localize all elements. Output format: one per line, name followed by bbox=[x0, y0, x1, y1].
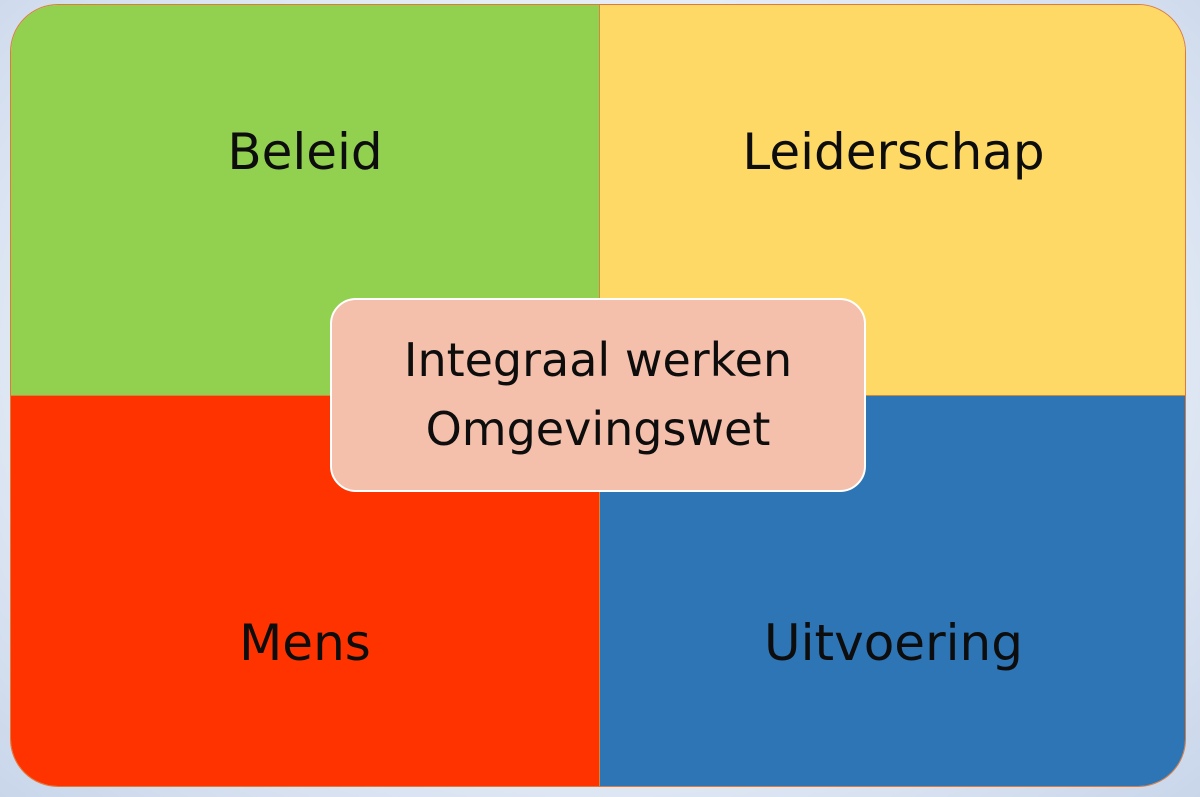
quadrant-label-uitvoering: Uitvoering bbox=[764, 614, 1023, 672]
center-box: Integraal werken Omgevingswet bbox=[330, 298, 866, 492]
center-label-line2: Omgevingswet bbox=[425, 402, 771, 456]
quadrant-label-leiderschap: Leiderschap bbox=[742, 123, 1045, 181]
quadrant-label-beleid: Beleid bbox=[227, 123, 383, 181]
quadrant-label-mens: Mens bbox=[239, 614, 371, 672]
center-label-line1: Integraal werken bbox=[403, 333, 793, 387]
